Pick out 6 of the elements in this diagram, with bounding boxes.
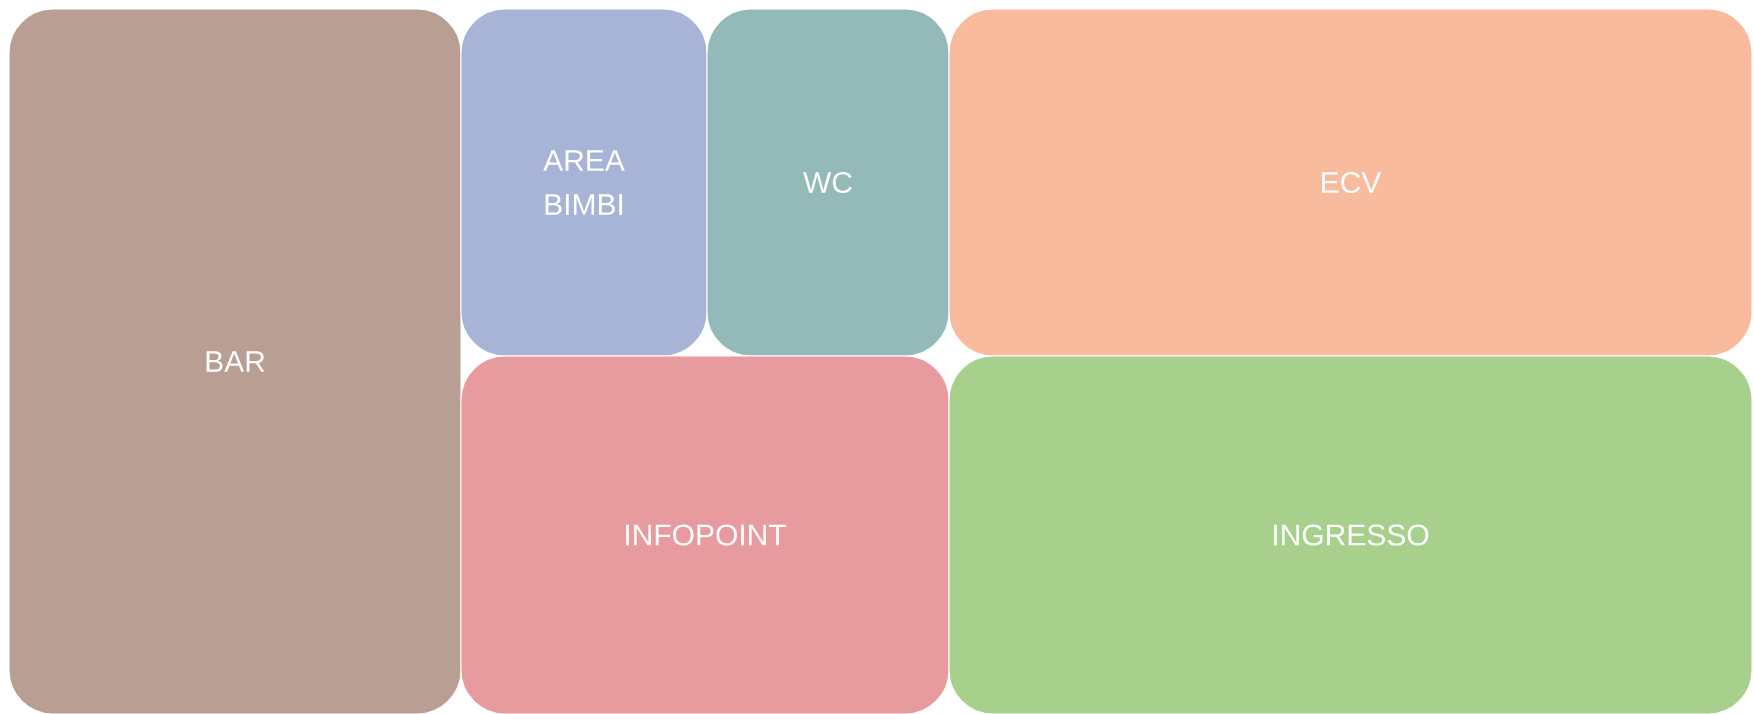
area-box: BAR: [8, 8, 462, 714]
area-box: INFOPOINT: [460, 355, 950, 714]
area-box: INGRESSO: [948, 355, 1753, 714]
area-box: ECV: [948, 8, 1753, 357]
area-box: AREA BIMBI: [460, 8, 708, 357]
area-box: WC: [706, 8, 950, 357]
